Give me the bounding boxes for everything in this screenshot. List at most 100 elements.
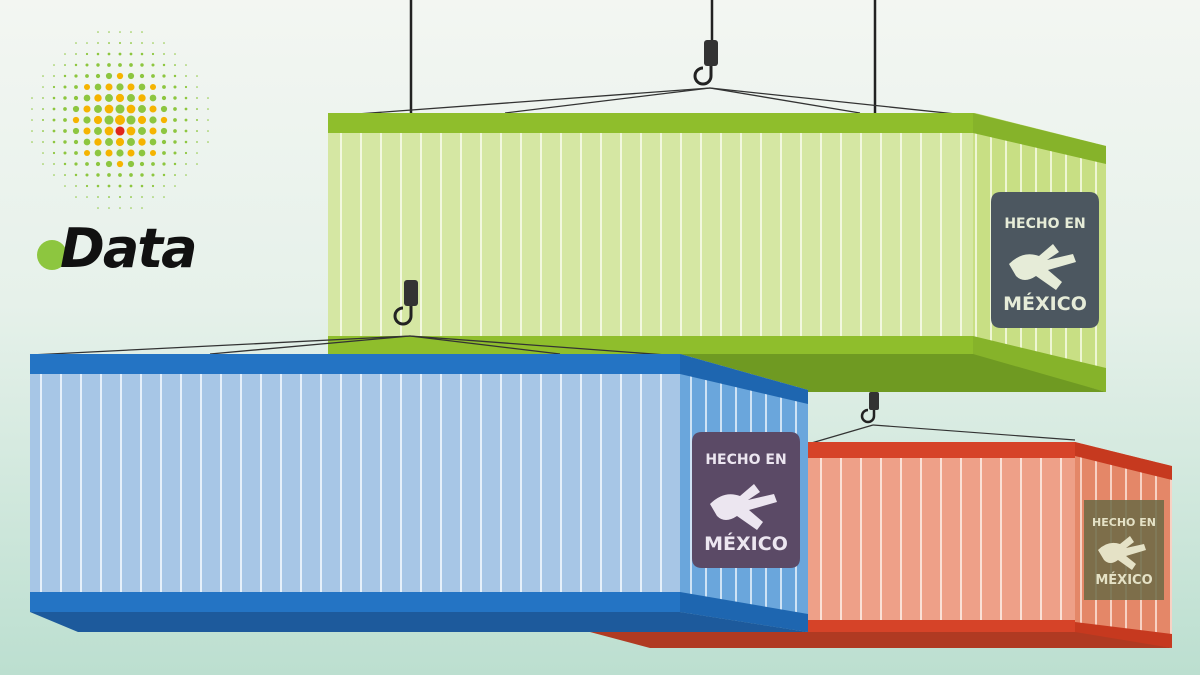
logo-dot <box>105 138 113 146</box>
logo-dot <box>130 31 132 33</box>
logo-dot <box>115 104 125 114</box>
logo-dot <box>96 184 100 188</box>
logo-dot <box>149 127 157 135</box>
logo-dot <box>184 107 188 111</box>
logo-dot <box>73 139 79 145</box>
logo-dot <box>105 149 113 157</box>
logo-dot <box>105 160 113 168</box>
logo-dot <box>97 196 99 198</box>
logo-dot <box>138 127 146 135</box>
brand-dot-icon <box>37 240 67 270</box>
logo-dot <box>152 196 154 198</box>
logo-dot <box>85 63 89 67</box>
logo-dot <box>108 196 110 198</box>
logo-dot <box>52 107 56 111</box>
logo-dot <box>85 184 89 188</box>
logo-dot <box>160 127 168 135</box>
logo-dot <box>95 161 101 167</box>
red-badge: HECHO EN MÉXICO <box>1084 500 1164 600</box>
logo-dot <box>184 118 188 122</box>
logo-dot <box>115 126 125 136</box>
logo-dot <box>162 173 166 177</box>
logo-dot <box>127 72 135 80</box>
logo-dot <box>173 118 177 122</box>
red-hook-clamp <box>869 392 879 410</box>
logo-dot <box>126 115 136 125</box>
logo-dot <box>130 207 132 209</box>
logo-dot <box>160 105 168 113</box>
logo-dot <box>53 75 55 77</box>
logo-dot <box>31 119 33 121</box>
logo-dot <box>152 42 154 44</box>
logo-dot <box>173 96 177 100</box>
logo-dot <box>83 116 91 124</box>
logo-dot <box>63 118 67 122</box>
logo-dot <box>174 174 176 176</box>
logo-dot <box>151 52 155 56</box>
logo-dot <box>31 130 33 132</box>
logo-dot <box>105 72 113 80</box>
logo-dot <box>196 108 198 110</box>
logo-dot <box>196 119 198 121</box>
logo-dot <box>141 31 143 33</box>
logo-dot <box>42 119 44 121</box>
logo-dot <box>107 173 111 177</box>
logo-dot <box>115 137 125 147</box>
logo-dot <box>64 64 66 66</box>
logo-dot <box>52 118 56 122</box>
logo-dot <box>94 83 102 91</box>
logo-dot <box>138 94 146 102</box>
logo-dot <box>162 162 166 166</box>
logo-dot <box>108 207 110 209</box>
logo-dot <box>72 127 80 135</box>
logo-dot <box>162 74 166 78</box>
logo-dot <box>74 162 78 166</box>
blue-container: HECHO EN MÉXICO <box>29 280 808 632</box>
logo-dot <box>119 196 121 198</box>
logo-dot <box>151 162 155 166</box>
logo-dot <box>52 140 56 144</box>
logo-dot <box>107 184 111 188</box>
logo-dot <box>141 196 143 198</box>
logo-dot <box>149 116 157 124</box>
logo-dot <box>107 52 111 56</box>
logo-dot <box>53 163 55 165</box>
logo-dot <box>97 31 99 33</box>
logo-dot <box>52 85 56 89</box>
logo-dot <box>97 42 99 44</box>
logo-dot <box>207 130 209 132</box>
logo-dot <box>184 96 188 100</box>
logo-dot <box>149 83 157 91</box>
logo-dot <box>115 115 125 125</box>
logo-dot <box>127 149 135 157</box>
logo-dot <box>151 173 155 177</box>
logo-dot <box>207 97 209 99</box>
logo-dot <box>139 161 145 167</box>
logo-dot <box>207 119 209 121</box>
logo-dot <box>140 63 144 67</box>
logo-dot <box>184 129 188 133</box>
logo-dot <box>161 139 167 145</box>
logo-dot <box>85 173 89 177</box>
logo-dot <box>96 173 100 177</box>
logo-dot <box>115 93 125 103</box>
logo-dot <box>52 151 56 155</box>
logo-dot <box>151 184 155 188</box>
logo-dot <box>83 138 91 146</box>
logo-dot <box>127 160 135 168</box>
logo-dot <box>162 63 166 67</box>
logo-dot <box>94 127 102 135</box>
eagle-icon <box>710 484 777 530</box>
logo-dot <box>75 53 77 55</box>
logo-dot <box>173 140 177 144</box>
logo-dot <box>75 196 77 198</box>
logo-dot <box>116 160 124 168</box>
logo-dot <box>105 83 113 91</box>
logo-dot <box>163 196 165 198</box>
logo-dot <box>196 75 198 77</box>
logo-dot <box>149 138 157 146</box>
logo-dot <box>52 96 56 100</box>
logo-dot <box>31 97 33 99</box>
